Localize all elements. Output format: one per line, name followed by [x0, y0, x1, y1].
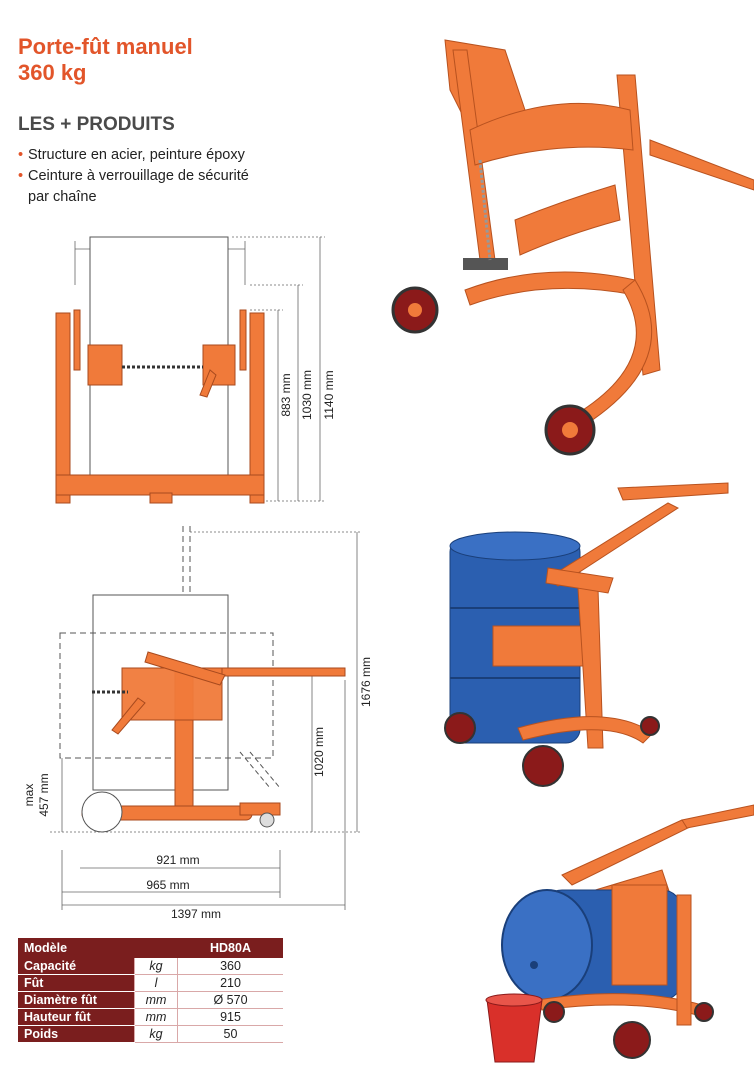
features-list: • Structure en acier, peinture époxy • C…	[18, 145, 318, 208]
table-row: Capacité kg 360	[18, 958, 283, 975]
dim-1397-label: 1397 mm	[171, 907, 221, 921]
table-row: Hauteur fût mm 915	[18, 1008, 283, 1026]
product-photo-drum-tilted	[485, 804, 754, 1063]
max-label: max	[22, 784, 36, 807]
table-row: Fût l 210	[18, 974, 283, 992]
table-row: Diamètre fût mm Ø 570	[18, 991, 283, 1009]
caster-wheel	[259, 812, 275, 828]
title-line-1: Porte-fût manuel	[18, 34, 193, 59]
spec-table: Modèle HD80A Capacité kg 360 Fût l 210 D…	[18, 938, 283, 1043]
table-row: Poids kg 50	[18, 1025, 283, 1043]
dim-1676-label: 1676 mm	[359, 657, 373, 707]
caster-wheel	[640, 716, 660, 736]
product-title: Porte-fût manuel 360 kg	[18, 34, 193, 86]
wheel-front	[522, 745, 564, 787]
dim-1030-label: 1030 mm	[300, 370, 314, 420]
wheel-front	[613, 1021, 651, 1059]
header-model-value: HD80A	[177, 938, 283, 958]
wheel-left	[444, 712, 476, 744]
handle-grip	[463, 258, 508, 270]
chain	[478, 159, 492, 261]
dim-883-label: 883 mm	[279, 373, 293, 416]
caster-wheel	[694, 1002, 714, 1022]
product-photo-drum-upright	[444, 482, 729, 787]
rear-wheel	[81, 791, 123, 833]
feature-item: • Structure en acier, peinture époxy	[18, 145, 318, 166]
dim-1020-label: 1020 mm	[312, 727, 326, 777]
dim-965-label: 965 mm	[146, 878, 189, 892]
dim-921-label: 921 mm	[156, 853, 199, 867]
features-heading: LES + PRODUITS	[18, 114, 175, 135]
title-line-2: 360 kg	[18, 60, 87, 85]
bullet-icon: •	[18, 147, 24, 163]
bucket	[486, 999, 543, 1063]
spec-table-header: Modèle HD80A	[18, 938, 283, 958]
header-model: Modèle	[18, 938, 135, 958]
front-frame	[55, 309, 265, 504]
header-unit	[134, 938, 178, 958]
front-view-drawing: 740 mm 883 mm 1030 mm 1140 mm	[55, 234, 336, 504]
tilted-drum-outline	[59, 632, 274, 759]
product-photo-empty	[391, 39, 754, 456]
side-view-drawing: max 457 mm 1020 mm 1676 mm 921 mm 965 mm…	[22, 526, 373, 921]
bullet-icon: •	[18, 168, 24, 184]
wheel-left	[543, 1001, 565, 1023]
max-457-label: 457 mm	[37, 773, 51, 816]
side-frame	[81, 651, 346, 821]
feature-item-continued: par chaîne	[28, 189, 97, 205]
dim-1140-label: 1140 mm	[322, 370, 336, 419]
feature-item: • Ceinture à verrouillage de sécurité	[18, 166, 318, 187]
